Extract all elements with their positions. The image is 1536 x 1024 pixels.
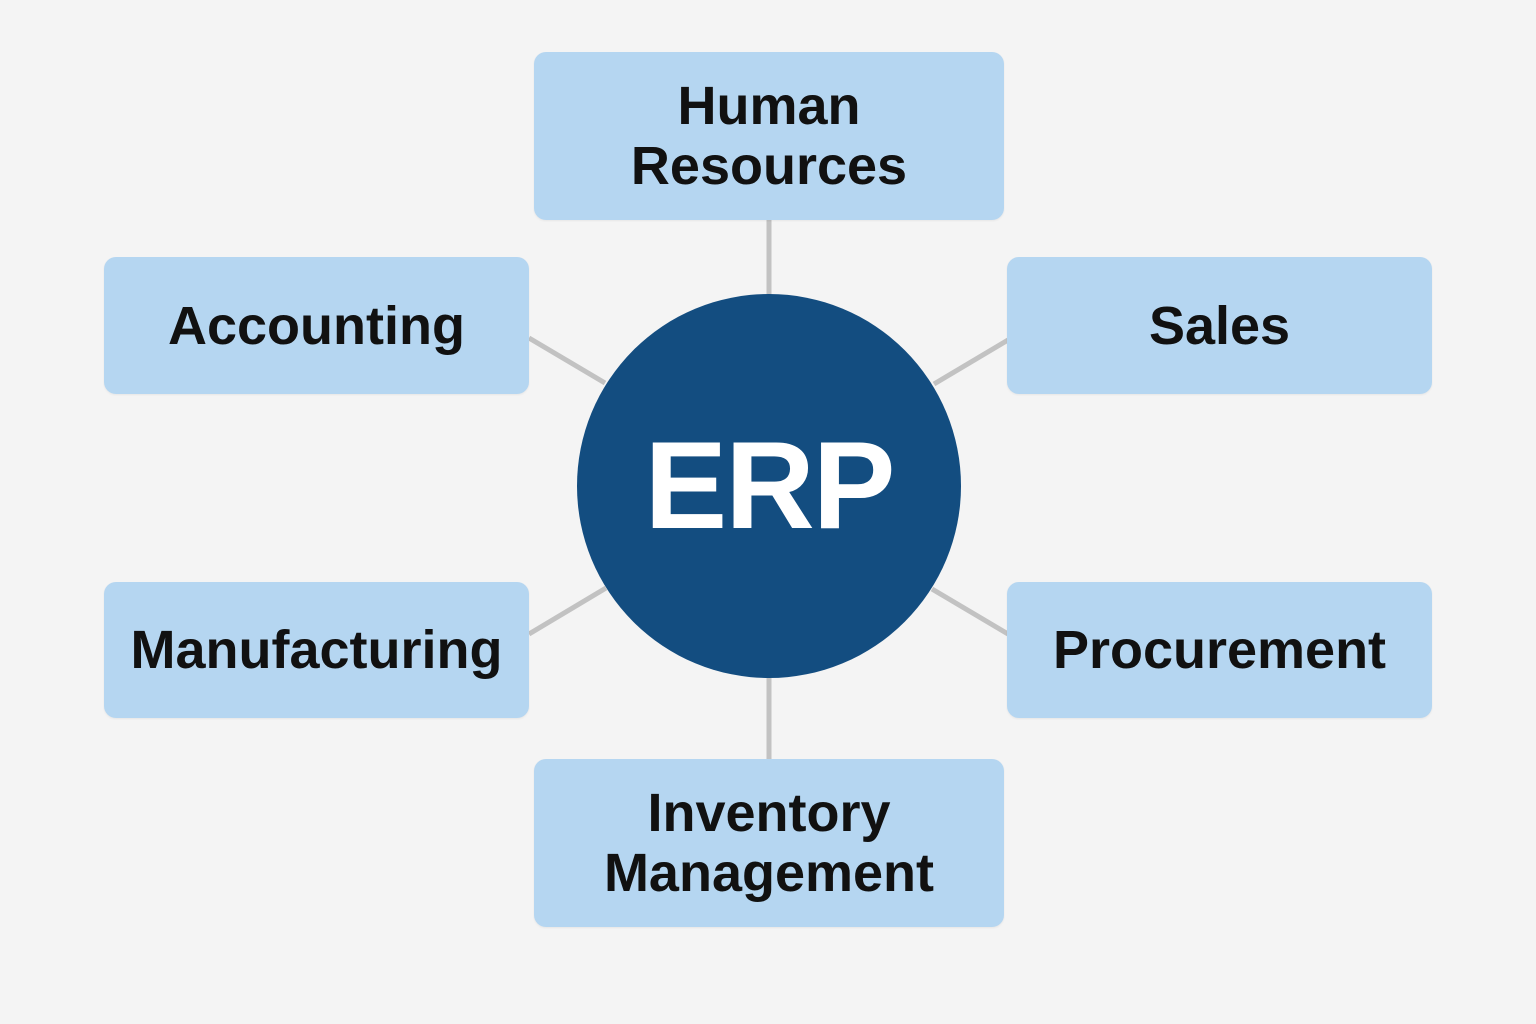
- module-accounting: Accounting: [104, 257, 529, 394]
- connector-manufacturing: [527, 585, 608, 637]
- module-procurement: Procurement: [1007, 582, 1432, 718]
- module-label: Procurement: [1052, 620, 1387, 680]
- connector-accounting: [527, 335, 607, 386]
- module-label: Human Resources: [630, 76, 908, 196]
- module-label: Accounting: [168, 295, 465, 356]
- erp-hub: ERP: [577, 294, 961, 678]
- hub-label: ERP: [644, 417, 896, 555]
- module-label: Manufacturing: [130, 620, 503, 680]
- connector-sales: [932, 337, 1010, 387]
- module-human-resources: Human Resources: [534, 52, 1004, 220]
- module-sales: Sales: [1007, 257, 1432, 394]
- connector-procurement: [930, 586, 1010, 637]
- module-inventory-management: Inventory Management: [534, 759, 1004, 927]
- module-label: Inventory Management: [603, 783, 935, 903]
- module-label: Sales: [1148, 295, 1291, 356]
- module-manufacturing: Manufacturing: [104, 582, 529, 718]
